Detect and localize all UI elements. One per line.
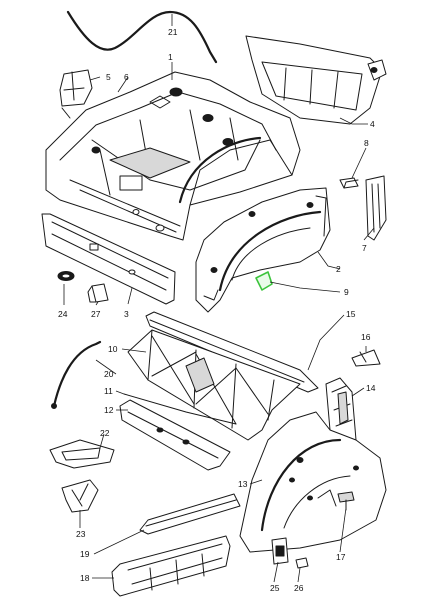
callout-14: 14 — [366, 383, 376, 393]
part-18-rocker — [111, 535, 231, 597]
part-19-sill-strip — [139, 493, 241, 535]
callout-6: 6 — [124, 72, 129, 82]
callout-25: 25 — [270, 583, 280, 593]
part-16-bracket — [351, 349, 381, 367]
callout-26: 26 — [294, 583, 304, 593]
callout-12: 12 — [104, 405, 114, 415]
callout-5: 5 — [106, 72, 111, 82]
part-12-lower-panel — [119, 399, 231, 471]
part-26-clip — [295, 557, 309, 569]
callout-3: 3 — [124, 309, 129, 319]
callout-23: 23 — [76, 529, 86, 539]
part-8-clip — [339, 177, 359, 189]
part-21-seal-strip — [66, 10, 218, 64]
callout-labels: 1 2 3 4 5 6 7 8 9 10 11 12 13 14 15 16 1… — [58, 27, 376, 593]
callout-2: 2 — [336, 264, 341, 274]
callout-13: 13 — [238, 479, 248, 489]
part-7-reinforcement — [365, 175, 387, 241]
part-15-beam — [145, 311, 319, 393]
callout-4: 4 — [370, 119, 375, 129]
part-2-wheel-house — [195, 187, 331, 313]
callout-11: 11 — [104, 386, 113, 396]
callout-10: 10 — [108, 344, 118, 354]
callout-27: 27 — [91, 309, 101, 319]
callout-18: 18 — [80, 573, 90, 583]
callout-24: 24 — [58, 309, 68, 319]
part-20-cable — [51, 340, 102, 409]
part-22-cover — [49, 439, 115, 469]
part-4-bulkhead — [245, 35, 387, 125]
callout-1: 1 — [168, 52, 173, 62]
callout-9: 9 — [344, 287, 349, 297]
callout-21: 21 — [168, 27, 178, 37]
part-13-quarter-panel — [239, 411, 387, 553]
callout-7: 7 — [362, 243, 367, 253]
callout-20: 20 — [104, 369, 114, 379]
part-27-block — [87, 283, 109, 303]
part-9-highlight — [255, 271, 273, 291]
part-23-bracket — [61, 479, 99, 513]
leader-lines — [63, 14, 375, 583]
callout-16: 16 — [361, 332, 371, 342]
callout-22: 22 — [100, 428, 110, 438]
callout-17: 17 — [336, 552, 346, 562]
part-1-front-compartment — [45, 71, 301, 241]
part-11-trim — [123, 393, 237, 425]
callout-15: 15 — [346, 309, 356, 319]
part-3-cross-member — [41, 213, 176, 305]
part-24-grommet — [57, 271, 75, 281]
callout-8: 8 — [364, 138, 369, 148]
part-25-plate — [271, 537, 289, 565]
part-5-bracket — [59, 69, 93, 119]
part-10-truss-frame — [127, 329, 301, 441]
callout-19: 19 — [80, 549, 90, 559]
